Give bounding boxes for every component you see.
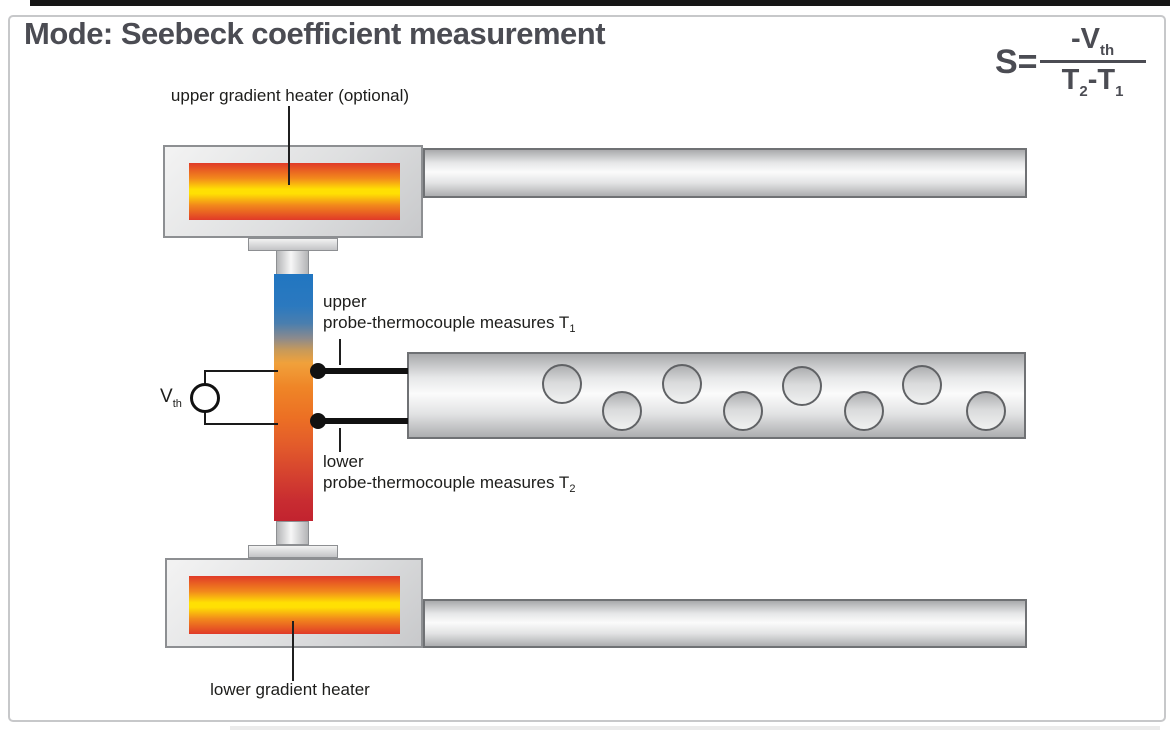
vth-subscript: th [172, 398, 182, 410]
formula-denominator: T2-T1 [1062, 65, 1124, 100]
lower-heater-element [189, 576, 400, 634]
lower-probe-wire [316, 418, 408, 424]
rod-hole [844, 391, 884, 431]
rod-hole [542, 364, 582, 404]
lower-flange [248, 545, 338, 558]
top-cropped-strip [30, 0, 1170, 6]
upper-neck [276, 250, 309, 275]
lower-heater-leader-line [292, 621, 294, 681]
upper-heater-leader-line [288, 106, 290, 185]
den-minus: - [1087, 64, 1098, 96]
t2-subscript: 2 [569, 483, 576, 495]
numerator-main: -V [1070, 23, 1100, 55]
upper-probe-label-line1: upper [323, 292, 367, 311]
seebeck-formula: S= -Vth T2-T1 [995, 24, 1146, 100]
upper-heater-element [189, 163, 400, 220]
fraction-bar [1039, 60, 1146, 63]
rod-hole [723, 391, 763, 431]
vth-wire-top-horizontal [204, 370, 278, 372]
page-title: Mode: Seebeck coefficient measurement [24, 16, 606, 51]
lower-probe-label-line2: probe-thermocouple measures T2 [323, 472, 575, 496]
vth-label: Vth [160, 386, 182, 410]
upper-probe-text: probe-thermocouple measures T [323, 313, 570, 332]
formula-lhs: S= [995, 42, 1038, 81]
rod-hole [902, 365, 942, 405]
vth-wire-top-vertical [204, 370, 206, 384]
rod-hole [662, 364, 702, 404]
den-t1: T [1097, 64, 1116, 96]
upper-probe-leader-line [339, 339, 341, 365]
formula-fraction: -Vth T2-T1 [1039, 24, 1146, 100]
den-t2-subscript: 2 [1079, 83, 1088, 100]
rod-hole [602, 391, 642, 431]
bottom-cropped-artifact [230, 726, 1160, 730]
upper-support-rod [423, 148, 1027, 198]
upper-probe-wire [316, 368, 408, 374]
den-t2: T [1061, 64, 1080, 96]
lower-neck [276, 521, 309, 545]
lower-probe-leader-line [339, 428, 341, 452]
formula-numerator: -Vth [1071, 24, 1114, 59]
lower-probe-label-line1: lower [323, 452, 364, 471]
lower-probe-text: probe-thermocouple measures T [323, 473, 570, 492]
lower-support-rod [423, 599, 1027, 648]
rod-hole [966, 391, 1006, 431]
vth-letter: V [160, 386, 173, 407]
upper-heater-label: upper gradient heater (optional) [170, 86, 410, 105]
vth-wire-bottom-horizontal [204, 423, 278, 425]
t1-subscript: 1 [569, 323, 576, 335]
voltmeter-symbol [190, 383, 220, 413]
lower-probe-contact [310, 413, 326, 429]
upper-probe-label: upper probe-thermocouple measures T1 [323, 291, 575, 336]
sample-column [274, 274, 313, 521]
upper-probe-label-line2: probe-thermocouple measures T1 [323, 312, 575, 336]
den-t1-subscript: 1 [1115, 83, 1124, 100]
numerator-subscript: th [1099, 42, 1115, 59]
lower-heater-label: lower gradient heater [210, 680, 370, 699]
vth-wire-bottom-vertical [204, 411, 206, 425]
rod-hole [782, 366, 822, 406]
upper-probe-contact [310, 363, 326, 379]
lower-probe-label: lower probe-thermocouple measures T2 [323, 451, 575, 496]
